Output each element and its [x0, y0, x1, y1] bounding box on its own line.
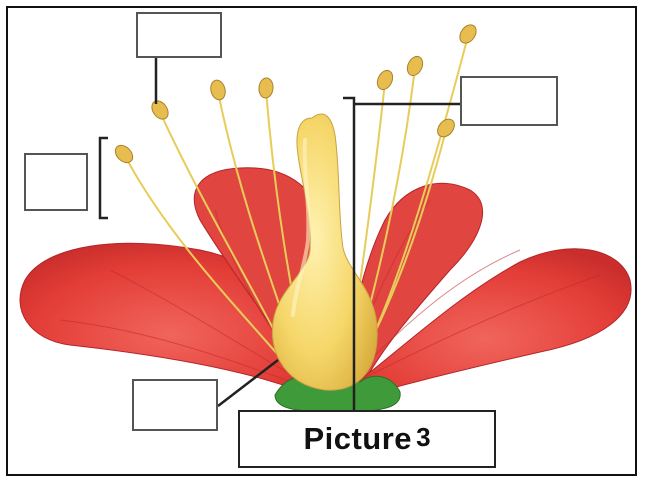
label-box-right[interactable]	[460, 76, 558, 126]
picture-caption: Picture 3	[238, 410, 496, 468]
label-box-top-left[interactable]	[136, 12, 222, 58]
anther	[434, 116, 458, 140]
caption-number: 3	[416, 422, 430, 453]
label-box-bottom-left[interactable]	[132, 379, 218, 431]
anther	[149, 98, 172, 122]
anther	[457, 22, 480, 46]
anther	[112, 142, 136, 166]
anther	[374, 68, 395, 92]
left-bracket	[100, 138, 108, 218]
label-box-left[interactable]	[24, 153, 88, 211]
anther	[209, 79, 228, 102]
anther	[404, 54, 425, 78]
anther	[258, 77, 274, 98]
caption-word: Picture	[303, 421, 412, 457]
